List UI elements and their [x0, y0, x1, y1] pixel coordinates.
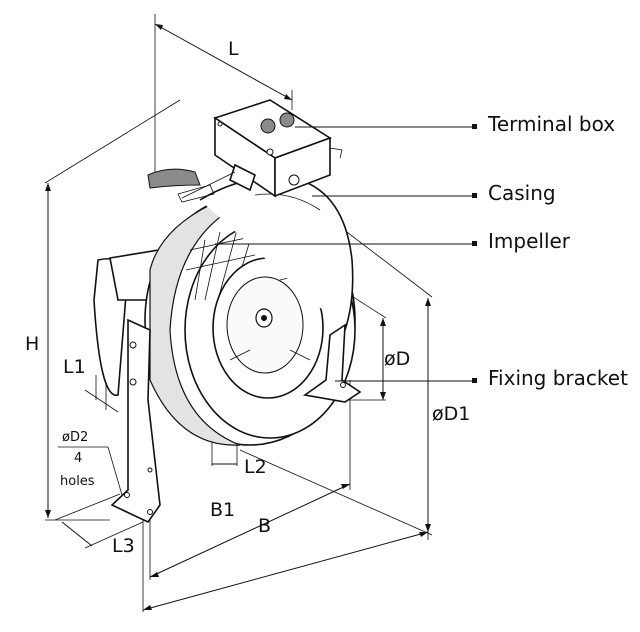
dimension-B1: B1 [149, 380, 351, 580]
callout-casing: Casing [488, 181, 556, 205]
label-D2: øD2 [62, 430, 88, 445]
callout-terminal-box: Terminal box [487, 112, 615, 136]
callout-fixing-bracket: Fixing bracket [488, 366, 628, 390]
dimension-L3: L3 [54, 493, 144, 557]
fixing-bracket-right [302, 323, 362, 403]
callout-impeller: Impeller [488, 229, 571, 253]
fan-body [93, 176, 356, 446]
label-L3: L3 [112, 535, 135, 557]
label-L2: L2 [244, 456, 267, 478]
rear-clamp [147, 168, 215, 203]
dimension-D2: øD2 4 holes [58, 430, 123, 496]
fixing-bracket-left [110, 318, 161, 524]
label-L: L [228, 38, 239, 60]
terminal-box [181, 99, 343, 199]
dimension-L: L [154, 14, 293, 175]
label-L1: L1 [63, 356, 86, 378]
label-D: øD [384, 348, 410, 370]
label-D1: øD1 [432, 403, 470, 425]
label-H: H [25, 333, 39, 355]
callout-leaders [215, 124, 477, 383]
label-holes-word: holes [60, 474, 95, 489]
cable-gland-icon [279, 112, 295, 128]
label-B1: B1 [210, 499, 235, 521]
label-holes-count: 4 [74, 451, 82, 466]
dimension-B: B [142, 515, 429, 612]
label-B: B [258, 515, 271, 537]
cable-gland-icon [260, 118, 276, 134]
dimension-H: H [25, 99, 181, 521]
